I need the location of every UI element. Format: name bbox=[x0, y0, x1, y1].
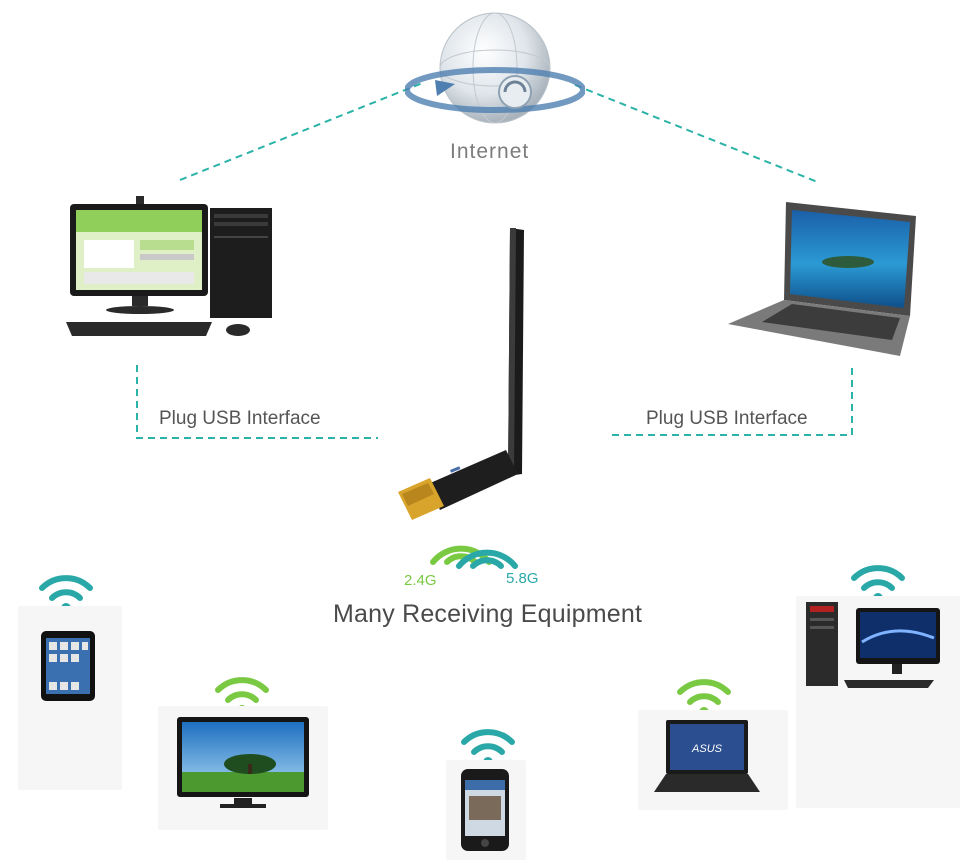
connector-internet-desktop bbox=[179, 81, 426, 181]
band-label-58: 5.8G bbox=[506, 570, 539, 587]
connector-desktop-adapter bbox=[136, 365, 378, 439]
desktop-computer-icon bbox=[66, 196, 272, 336]
usb-wifi-adapter-icon bbox=[398, 228, 524, 520]
internet-label: Internet bbox=[450, 140, 530, 163]
band-waves bbox=[430, 545, 518, 569]
desktop-computer-icon bbox=[806, 602, 940, 688]
plug-usb-label-right: Plug USB Interface bbox=[646, 408, 808, 429]
laptop-icon: ASUS bbox=[654, 720, 760, 792]
smartphone-icon bbox=[461, 769, 509, 851]
wave-24-outer bbox=[430, 545, 492, 565]
receivers-title: Many Receiving Equipment bbox=[333, 600, 643, 628]
tv-icon bbox=[177, 717, 309, 808]
connector-internet-laptop bbox=[574, 84, 821, 184]
connector-laptop-adapter bbox=[612, 368, 853, 436]
globe-icon bbox=[404, 12, 586, 124]
wave-58-inner bbox=[470, 557, 504, 569]
tablet-icon bbox=[41, 631, 95, 701]
band-label-24: 2.4G bbox=[404, 572, 437, 589]
svg-text:ASUS: ASUS bbox=[691, 743, 723, 755]
plug-usb-label-left: Plug USB Interface bbox=[159, 408, 321, 429]
internet-node: Internet bbox=[404, 0, 586, 170]
laptop-icon bbox=[728, 202, 916, 356]
wave-24-inner bbox=[444, 553, 478, 565]
wave-58-outer bbox=[456, 549, 518, 569]
